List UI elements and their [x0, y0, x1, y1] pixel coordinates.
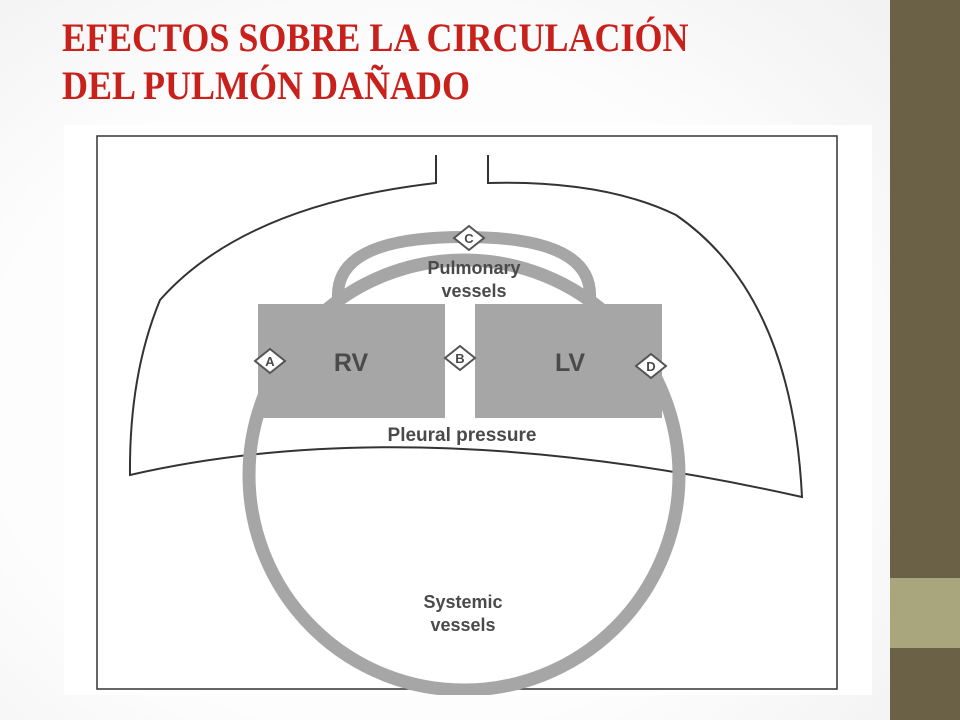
rv-label: RV — [334, 349, 369, 377]
lv-label: LV — [555, 349, 585, 377]
slide-title: EFECTOS SOBRE LA CIRCULACIÓN DEL PULMÓN … — [62, 14, 800, 110]
thorax-outline — [128, 155, 804, 499]
marker-b-label: B — [455, 351, 464, 366]
marker-c-label: C — [464, 231, 474, 246]
pulmonary-vessels-label-line-1: Pulmonary — [427, 258, 520, 278]
circulation-diagram: RV LV Pulmonary vessels Pleural pressure… — [64, 125, 872, 695]
left-ventricle — [475, 304, 662, 418]
marker-c: C — [452, 224, 486, 252]
systemic-vessel-loop — [242, 253, 686, 695]
systemic-vessels-label-line-2: vessels — [430, 615, 495, 635]
marker-a: A — [253, 347, 287, 375]
marker-d: D — [634, 352, 668, 380]
pleural-pressure-label: Pleural pressure — [388, 425, 537, 446]
marker-d-label: D — [646, 359, 655, 374]
right-ventricle — [258, 304, 445, 418]
sidebar-accent-block — [890, 578, 960, 648]
title-line-2: DEL PULMÓN DAÑADO — [62, 63, 471, 108]
title-line-1: EFECTOS SOBRE LA CIRCULACIÓN — [62, 15, 689, 60]
pulmonary-vessels-label-line-2: vessels — [441, 281, 506, 301]
sidebar-dark-block — [890, 648, 960, 720]
marker-b: B — [443, 344, 477, 372]
marker-a-label: A — [265, 354, 275, 369]
systemic-vessels-label-line-1: Systemic — [423, 592, 502, 612]
